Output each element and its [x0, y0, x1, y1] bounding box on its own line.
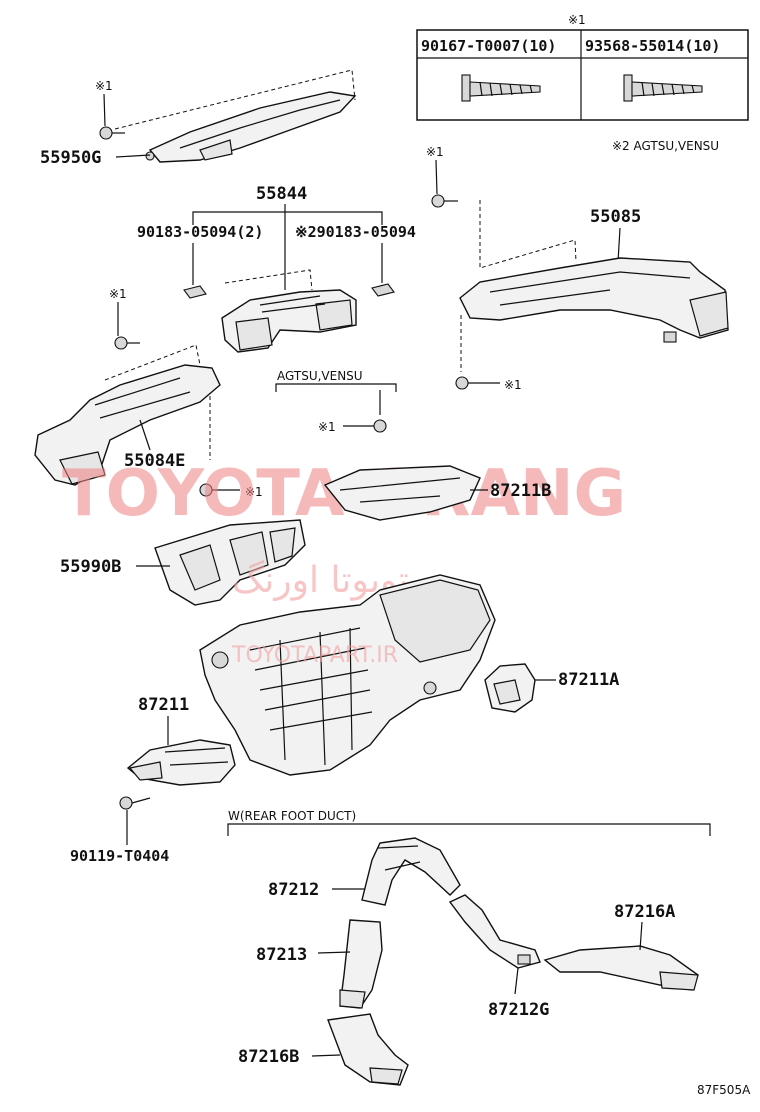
fastener-table: ※1 90167-T0007(10) 93568-55014(10): [416, 13, 749, 121]
duct-87212G: [448, 894, 541, 969]
bolt-icon: [119, 796, 151, 810]
mark-1d: ※1: [426, 145, 444, 159]
bolt-icon: [114, 336, 140, 350]
clip-icon: [371, 283, 395, 297]
duct-87216A: [543, 945, 699, 991]
label-55844: 55844: [256, 184, 307, 204]
label-55085: 55085: [590, 207, 641, 227]
mark-1b: ※1: [109, 287, 127, 301]
label-agtsu-vensu: AGTSU,VENSU: [277, 369, 363, 383]
screw-icon: [461, 74, 541, 102]
vent-55990B: [154, 519, 306, 606]
mark-1f: ※1: [318, 420, 336, 434]
duct-55844: [221, 269, 357, 353]
duct-87212: [361, 837, 461, 906]
duct-55950G: [114, 69, 357, 163]
mark-1e: ※1: [504, 378, 522, 392]
label-55990B: 55990B: [60, 557, 121, 577]
duct-87213: [339, 919, 383, 1009]
part-93568-55014: 93568-55014(10): [585, 37, 720, 55]
bolt-icon: [343, 419, 387, 433]
label-87216A: 87216A: [614, 902, 675, 922]
label-87211A: 87211A: [558, 670, 619, 690]
bolt-icon: [199, 483, 240, 497]
duct-87211A: [484, 663, 536, 713]
duct-55084E: [34, 344, 221, 486]
clip-icon: [183, 285, 207, 299]
mark-1c: ※1: [245, 485, 263, 499]
label-87211: 87211: [138, 695, 189, 715]
heater-unit: [199, 574, 496, 776]
mark-1: ※1: [95, 79, 113, 93]
label-87212G: 87212G: [488, 1000, 549, 1020]
label-87211B: 87211B: [490, 481, 551, 501]
label-55084E: 55084E: [124, 451, 185, 471]
bolt-icon: [455, 376, 500, 390]
part-90167-T0007: 90167-T0007(10): [421, 37, 556, 55]
bolt-icon: [99, 126, 125, 140]
label-55950G: 55950G: [40, 148, 101, 168]
bolt-icon: [431, 194, 458, 208]
table-mark: ※1: [568, 13, 586, 27]
diagram-code: 87F505A: [697, 1083, 751, 1097]
label-rear-foot-duct: W(REAR FOOT DUCT): [228, 809, 356, 823]
duct-55085: [459, 200, 729, 343]
screw-icon: [623, 74, 703, 102]
label-87213: 87213: [256, 945, 307, 965]
label-87216B: 87216B: [238, 1047, 299, 1067]
duct-87211B: [323, 465, 481, 521]
label-90183-05094-mark2: ※290183-05094: [295, 223, 416, 241]
label-90119-T0404: 90119-T0404: [70, 847, 169, 865]
watermark-secondary: TOYOTAPART.IR: [231, 643, 398, 668]
label-87212: 87212: [268, 880, 319, 900]
duct-87216B: [327, 1013, 409, 1086]
duct-87211: [126, 739, 236, 786]
label-90183-05094-2: 90183-05094(2): [137, 223, 263, 241]
note-mark2: ※2 AGTSU,VENSU: [612, 139, 719, 153]
